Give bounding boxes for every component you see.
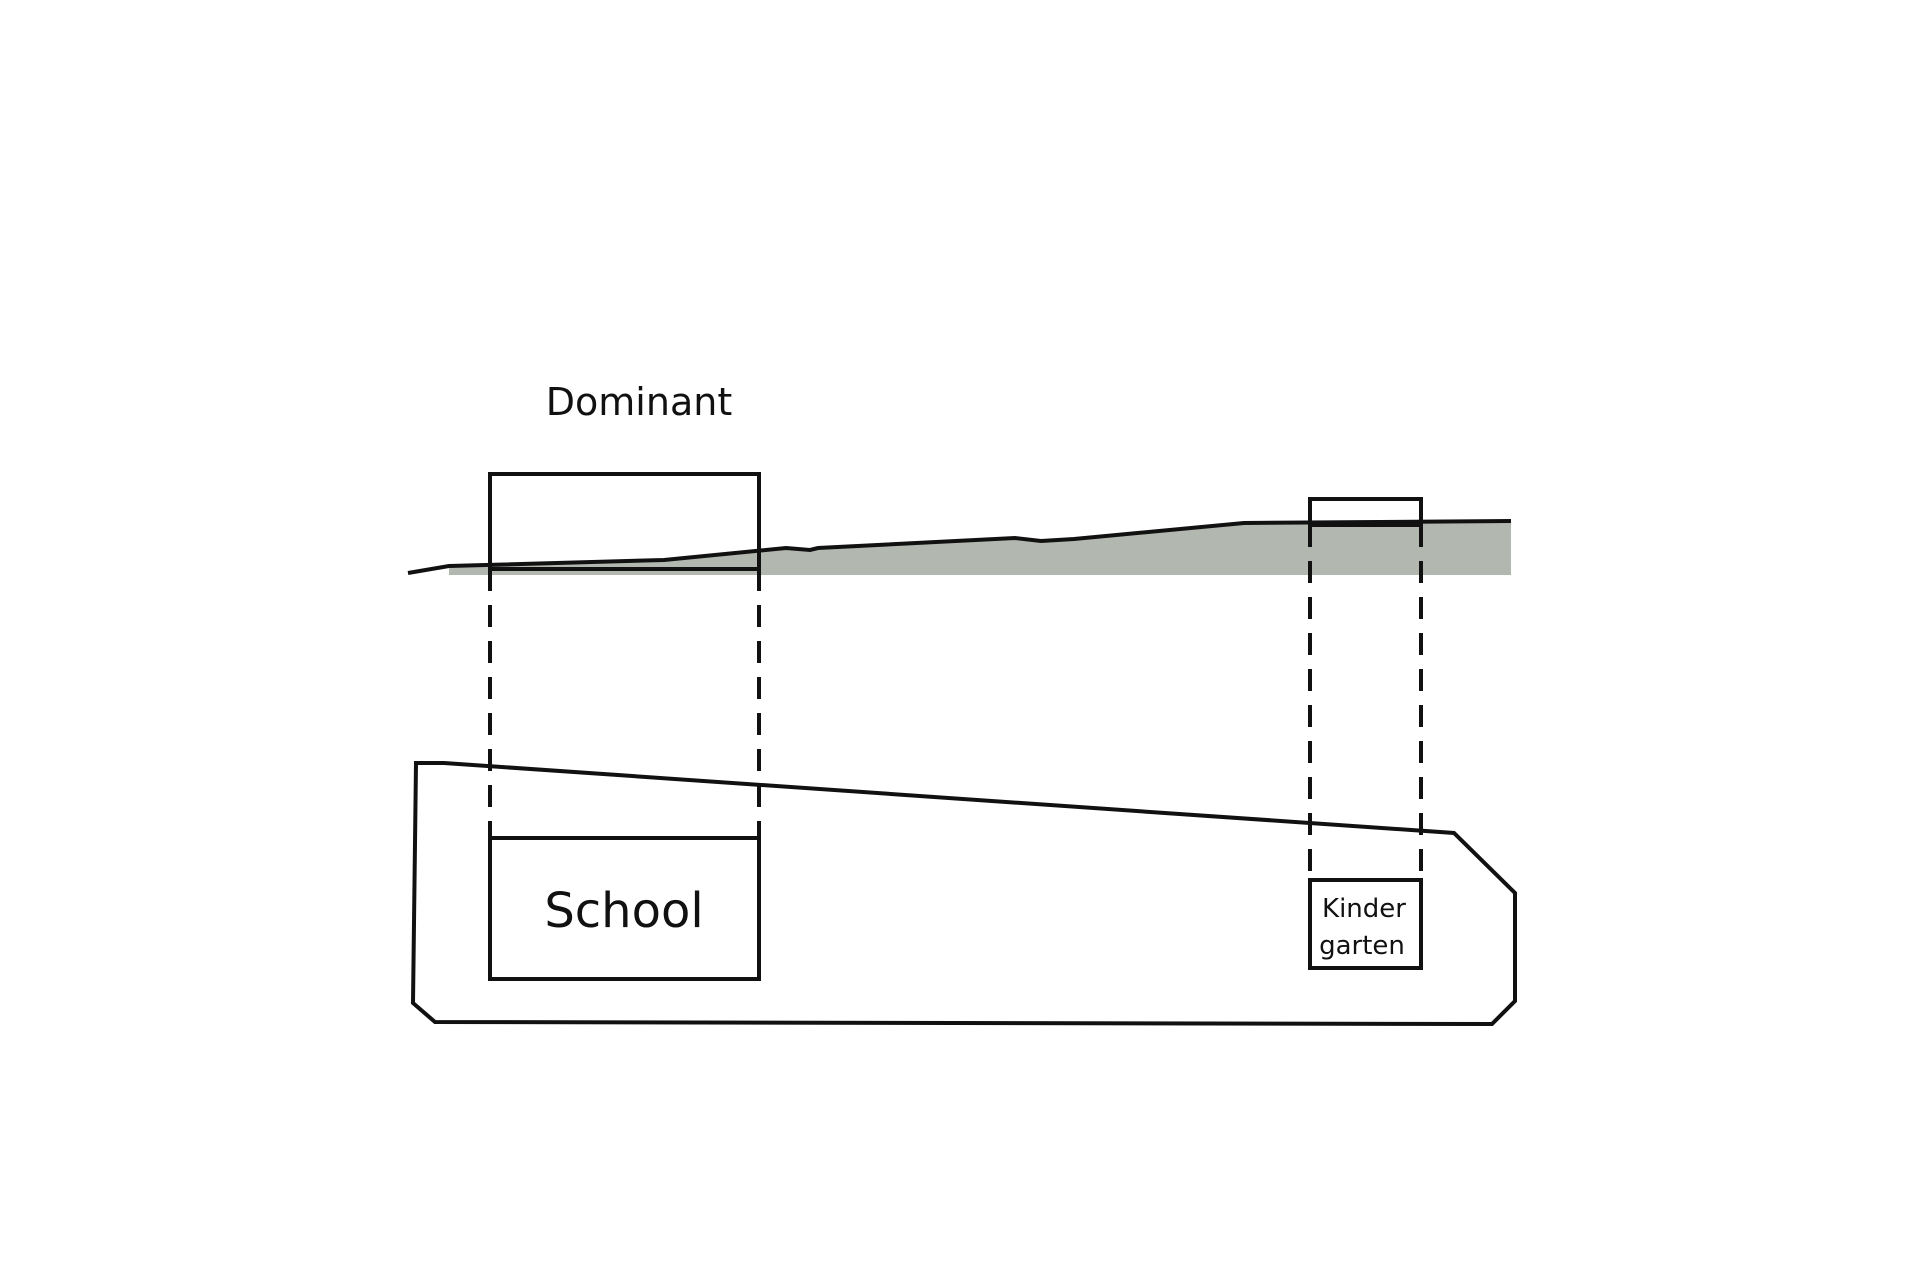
terrain-profile-line — [407, 519, 1512, 575]
kindergarten-label-line2: garten — [1319, 931, 1405, 961]
terrain-fill — [449, 521, 1511, 575]
school-building-plan — [488, 836, 761, 981]
dominant-label: Dominant — [546, 380, 732, 424]
school-label: School — [544, 883, 703, 939]
dominant-building-section — [488, 472, 761, 571]
kindergarten-building-plan — [1308, 878, 1423, 970]
kindergarten-building-section — [1308, 497, 1423, 527]
site-plan-outline — [410, 761, 1517, 1027]
kindergarten-label-line1: Kinder — [1322, 894, 1406, 924]
